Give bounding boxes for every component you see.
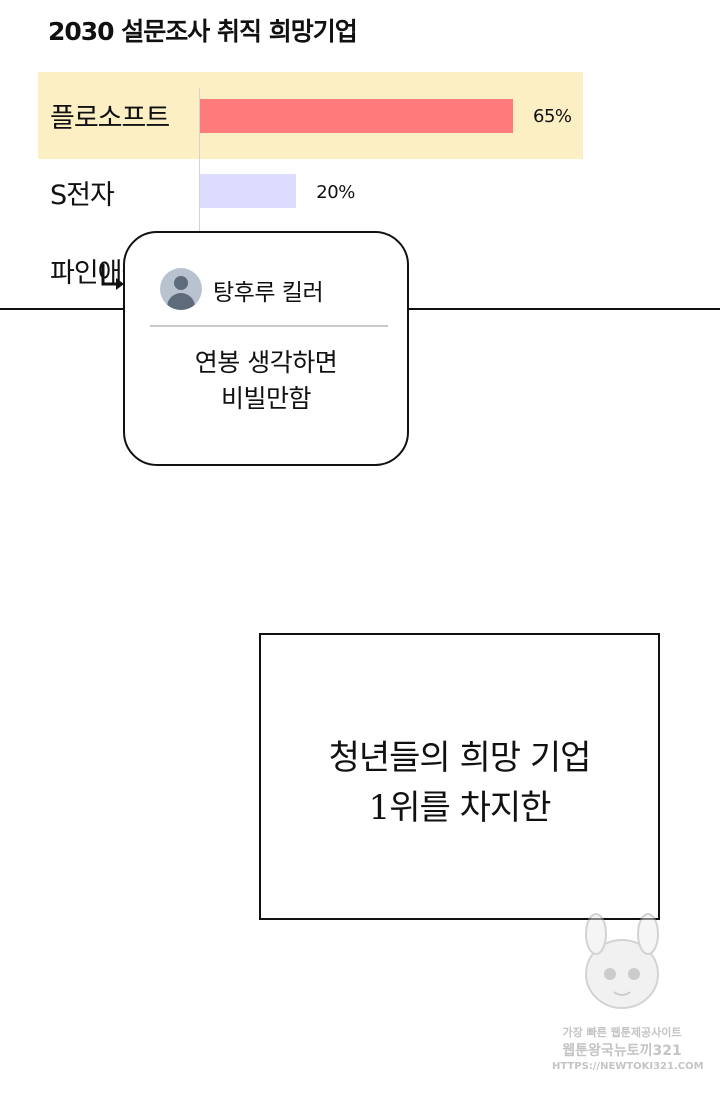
comment-separator: [150, 325, 388, 327]
chart-title: 2030 설문조사 취직 희망기업: [48, 17, 358, 46]
watermark-line-1: 가장 빠른 웹툰제공사이트: [562, 1026, 682, 1039]
site-watermark: 가장 빠른 웹툰제공사이트 웹툰왕국뉴토끼321 HTTPS://NEWTOKI…: [552, 912, 704, 1082]
reply-arrow-icon: [101, 264, 124, 290]
bar-ploosoft: [200, 99, 513, 133]
category-label-s-electronics: S전자: [50, 180, 115, 211]
watermark-line-2: 웹툰왕국뉴토끼321: [562, 1043, 682, 1059]
narration-line-1: 청년들의 희망 기업: [328, 738, 592, 778]
comment-line-2: 비빌만함: [220, 384, 312, 413]
watermark-line-3: HTTPS://NEWTOKI321.COM: [552, 1061, 704, 1072]
comment-bubble: 탕후루 킬러 연봉 생각하면 비빌만함: [123, 231, 409, 466]
narration-text: 청년들의 희망 기업 1위를 차지한: [261, 733, 658, 833]
watermark-mascot-icon: [585, 913, 659, 1009]
chart-axis-line: [199, 88, 200, 268]
value-label-ploosoft: 65%: [533, 106, 572, 127]
value-label-s-electronics: 20%: [316, 182, 355, 203]
comment-line-1: 연봉 생각하면: [194, 348, 338, 377]
comment-username: 탕후루 킬러: [213, 280, 324, 306]
narration-caption-box: 청년들의 희망 기업 1위를 차지한: [259, 633, 660, 920]
user-avatar-icon: [160, 268, 202, 310]
comment-text: 연봉 생각하면 비빌만함: [125, 345, 407, 417]
narration-line-2: 1위를 차지한: [368, 788, 552, 828]
bar-s-electronics: [200, 174, 297, 208]
category-label-ploosoft: 플로소프트: [50, 103, 170, 134]
